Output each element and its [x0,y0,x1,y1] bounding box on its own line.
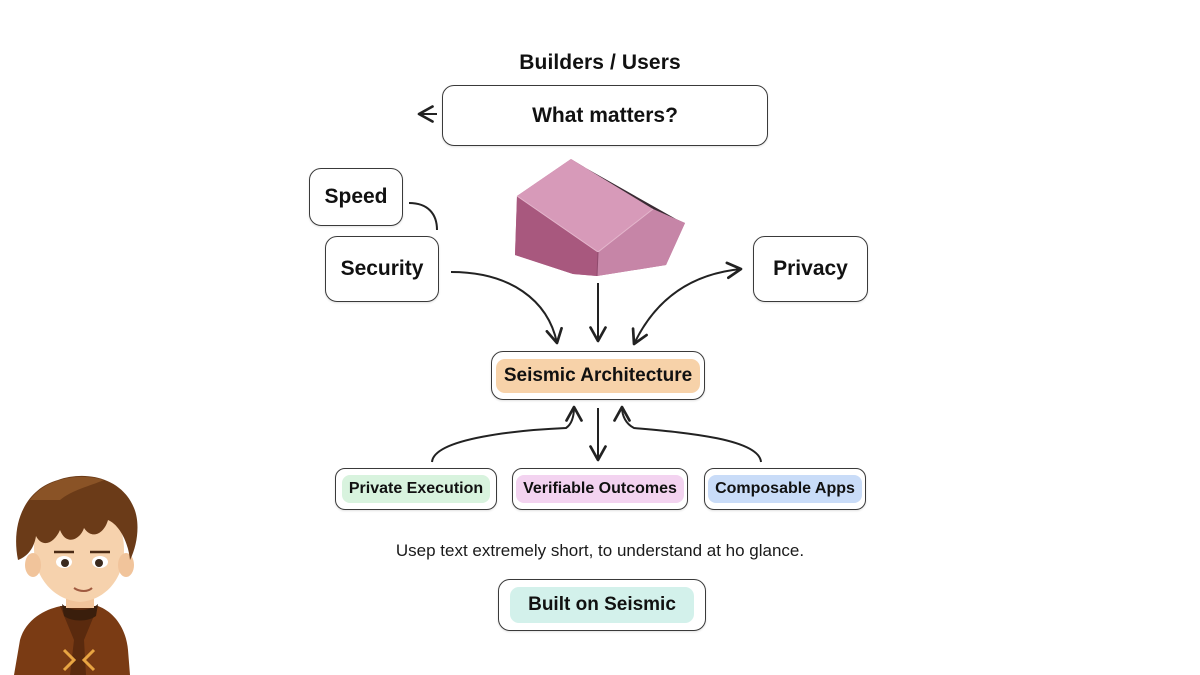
feature-verifiable-outcomes: Verifiable Outcomes [512,468,688,510]
security-node: Security [325,236,439,302]
arrow-composable-core [613,405,762,463]
audience-heading: Builders / Users [519,51,681,74]
seismic-architecture-node: Seismic Architecture [491,351,705,400]
built-on-seismic-label: Built on Seismic [510,587,694,623]
feature-label: Composable Apps [708,475,862,503]
avatar [14,475,138,675]
arrow-security-core [450,271,563,345]
feature-label: Private Execution [341,475,491,503]
seismic-architecture-label: Seismic Architecture [495,358,701,393]
feature-composable-apps: Composable Apps [704,468,866,510]
gem-icon [515,159,685,277]
speed-connector [408,202,438,231]
arrow-privacy-core [631,261,743,346]
feature-label: Verifiable Outcomes [516,475,684,503]
security-label: Security [340,257,424,280]
feature-private-execution: Private Execution [335,468,497,510]
speed-label: Speed [324,185,388,208]
privacy-node: Privacy [753,236,868,302]
what-matters-label: What matters? [532,103,678,127]
privacy-label: Privacy [773,257,848,280]
built-on-seismic-box: Built on Seismic [498,579,706,631]
speed-node: Speed [309,168,403,226]
what-matters-box: What matters? [442,85,768,146]
note-text: Usep text extremely short, to understand… [395,541,805,560]
arrow-private-core [431,405,583,463]
